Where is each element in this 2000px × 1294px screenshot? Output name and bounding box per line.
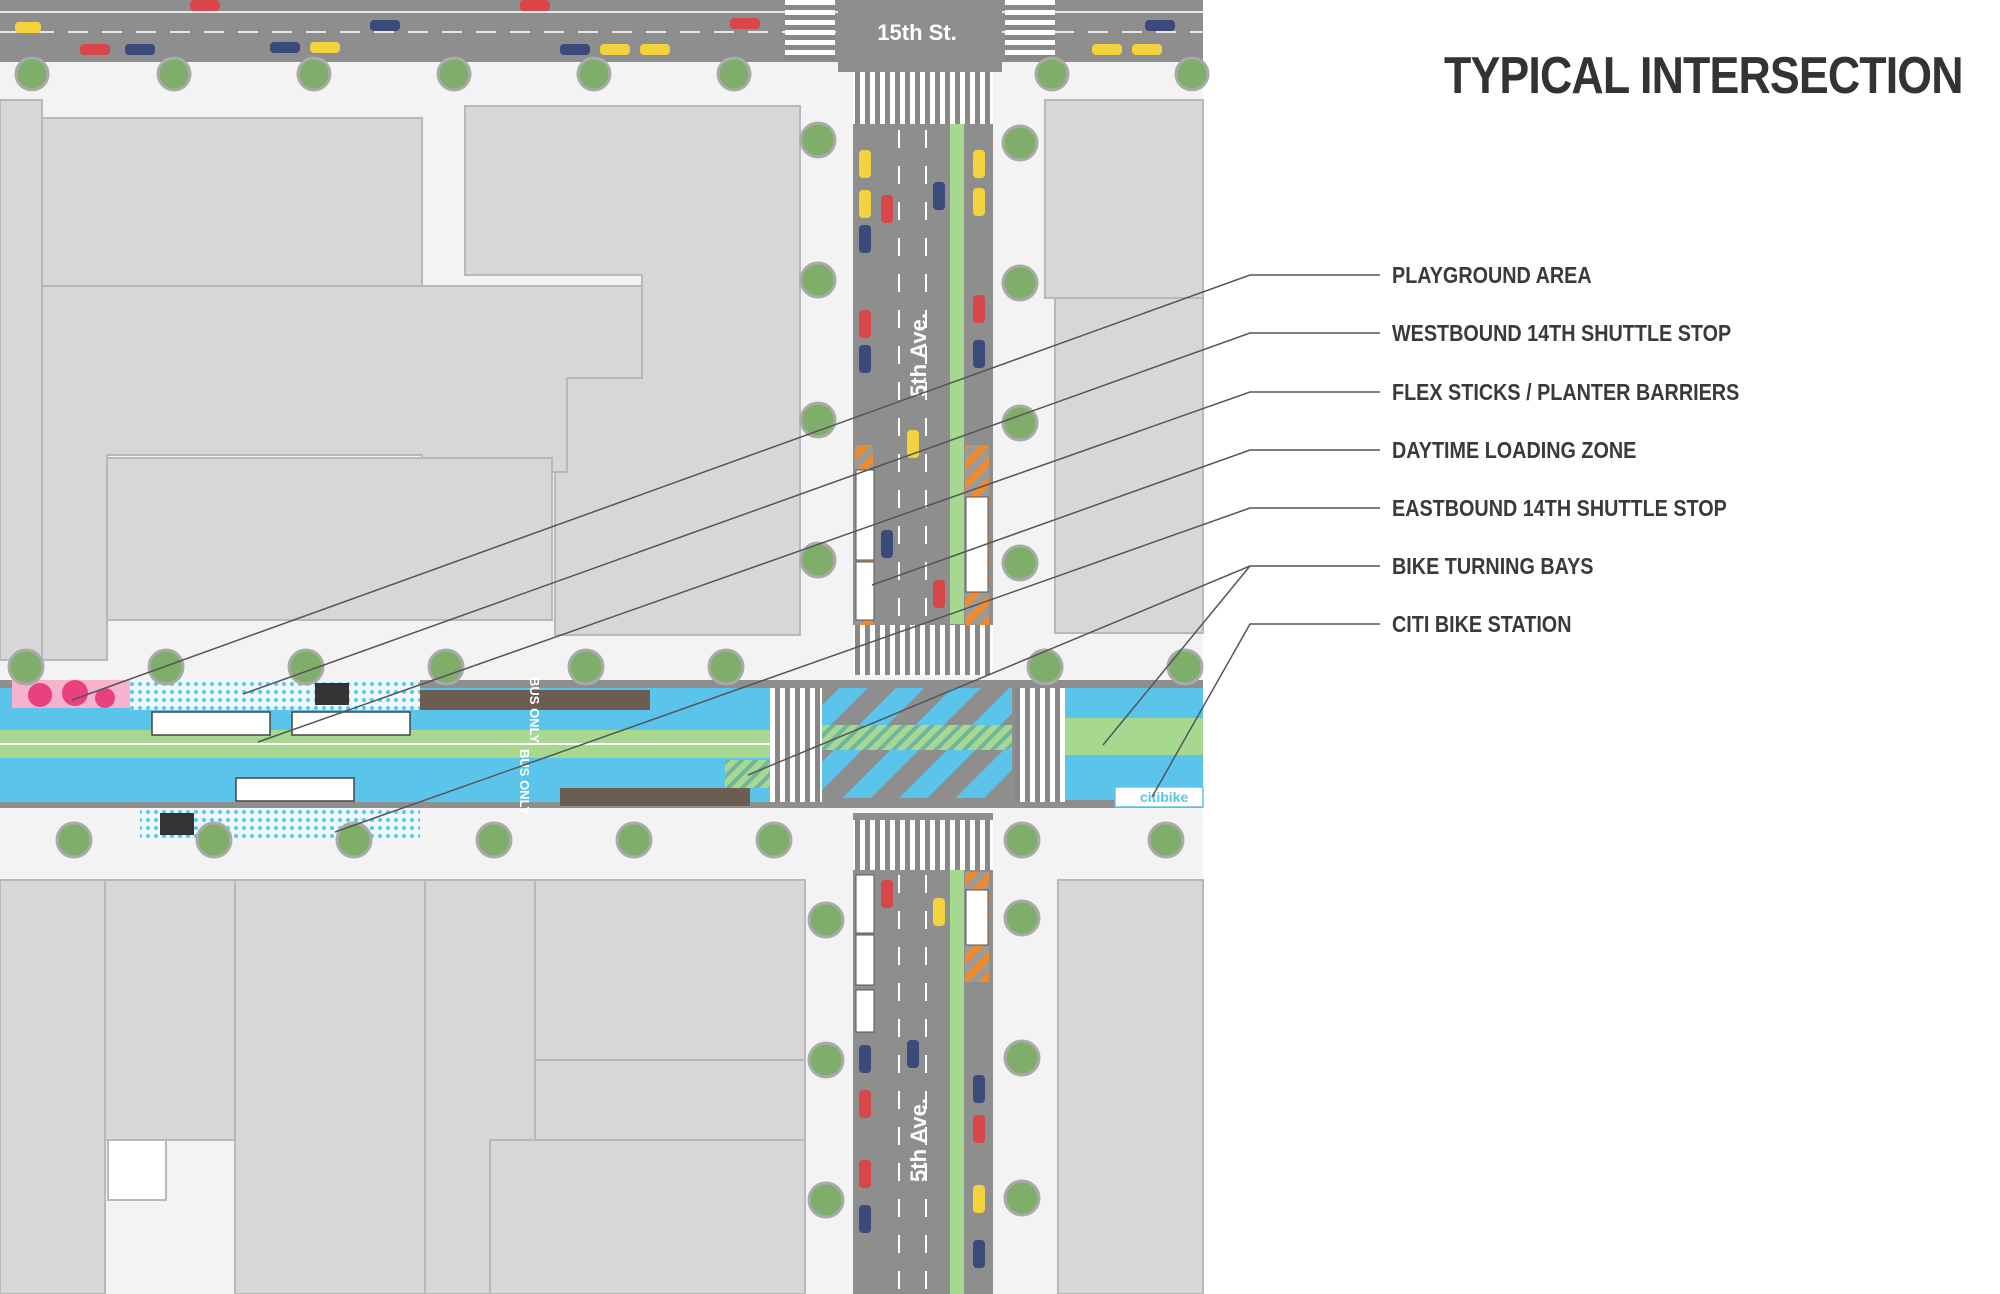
bus-westbound-2 xyxy=(291,711,411,736)
bus-only-marking-eastbound: BUS ONLY xyxy=(517,749,532,815)
planter-barrier-east xyxy=(560,788,750,806)
crosswalk-north-top xyxy=(853,72,993,124)
vehicles xyxy=(15,0,1175,1268)
leader-flex-sticks xyxy=(257,391,1380,743)
label-5th-ave-south: 5th Ave. xyxy=(906,1098,931,1182)
leader-westbound-stop xyxy=(242,332,1380,695)
crosswalk-west xyxy=(770,688,822,802)
callout-eastbound-shuttle-stop: EASTBOUND 14TH SHUTTLE STOP xyxy=(1392,495,1727,521)
leader-bike-bays-2 xyxy=(1102,565,1251,746)
callout-playground-area: PLAYGROUND AREA xyxy=(1392,262,1592,288)
crosswalk-north-bottom xyxy=(853,625,993,675)
buildings xyxy=(0,99,1204,1294)
leader-loading-zone xyxy=(871,449,1380,586)
bus-westbound-1 xyxy=(151,711,271,736)
leader-playground xyxy=(71,274,1380,701)
callout-leaders xyxy=(71,274,1380,833)
planter-barrier-west xyxy=(420,690,650,710)
crosswalk-south xyxy=(853,820,993,870)
label-5th-ave-north: 5th Ave. xyxy=(906,313,931,397)
label-15th-st: 15th St. xyxy=(877,20,956,45)
street-trees xyxy=(7,56,1210,1219)
callout-flex-sticks: FLEX STICKS / PLANTER BARRIERS xyxy=(1392,379,1740,405)
shuttle-stop-westbound xyxy=(130,680,420,710)
leader-citi-bike xyxy=(1151,623,1380,798)
bike-lane-north xyxy=(950,124,964,624)
bike-crossing xyxy=(822,725,1012,750)
crosswalk-east xyxy=(1015,688,1065,802)
leader-eastbound-stop xyxy=(334,507,1380,833)
callout-citi-bike-station: CITI BIKE STATION xyxy=(1392,611,1572,637)
bike-rack-south xyxy=(160,813,194,835)
citi-bike-logo: citibike xyxy=(1140,789,1188,805)
bike-lane-south xyxy=(950,870,964,1294)
page-title: TYPICAL INTERSECTION xyxy=(1444,47,1964,105)
callout-bike-turning-bays: BIKE TURNING BAYS xyxy=(1392,553,1594,579)
callout-daytime-loading-zone: DAYTIME LOADING ZONE xyxy=(1392,437,1637,463)
crosswalk-15th-east xyxy=(1005,0,1055,60)
bus-eastbound-1 xyxy=(235,777,355,802)
bus-only-marking-westbound: BUS ONLY xyxy=(527,677,542,743)
citi-bike-station xyxy=(1114,786,1204,808)
crosswalk-15th-west xyxy=(785,0,835,60)
callout-westbound-shuttle-stop: WESTBOUND 14TH SHUTTLE STOP xyxy=(1392,320,1732,346)
bike-rack-north xyxy=(315,683,349,705)
